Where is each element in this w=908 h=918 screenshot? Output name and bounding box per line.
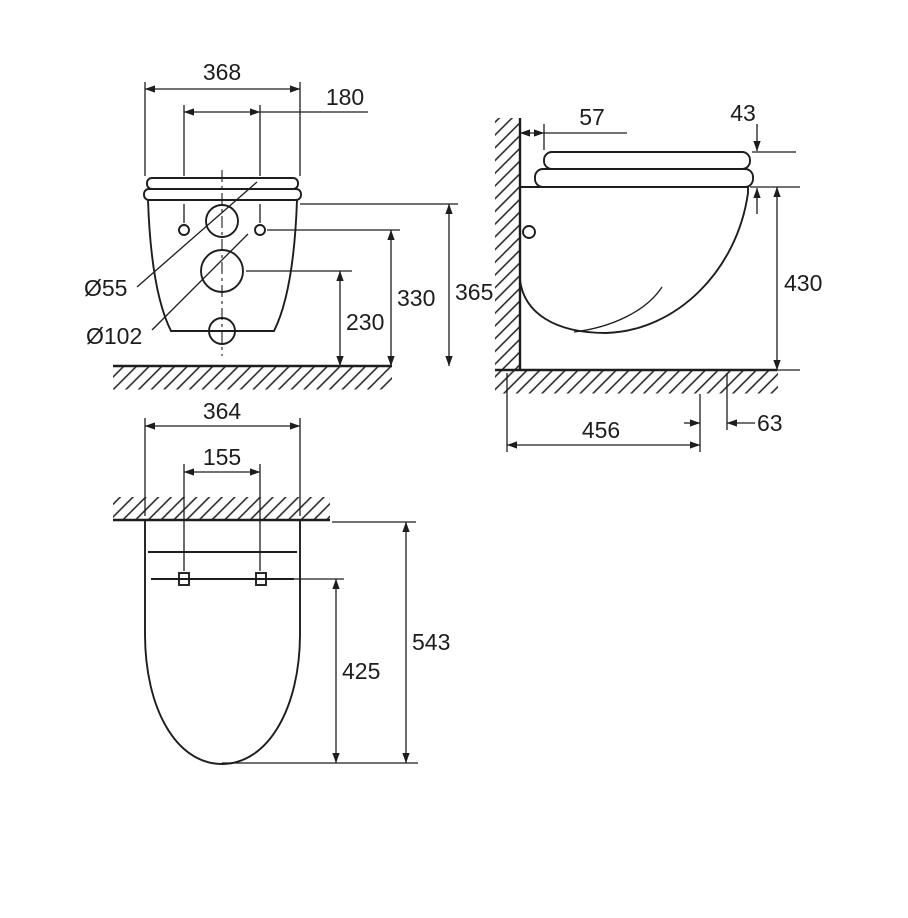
side-front-extension-label: 63	[757, 410, 783, 436]
plan-inner-depth-label: 425	[342, 658, 380, 684]
front-body-outline	[147, 199, 298, 332]
side-floor-hatch	[495, 370, 778, 394]
dim-front-230: 230	[246, 270, 387, 367]
leader-line-dia55	[136, 181, 258, 288]
front-mount-hole-right	[254, 224, 266, 236]
dim-plan-155: 155	[183, 442, 261, 571]
dim-plan-364: 364	[144, 396, 301, 516]
side-seat-lid	[543, 151, 751, 170]
front-rim-height-label: 365	[455, 279, 493, 305]
dim-side-430: 430	[773, 186, 825, 371]
front-mount-hole-left	[178, 224, 190, 236]
plan-view: 364 155 425 543	[113, 396, 453, 765]
front-hole-height-label: 330	[397, 285, 435, 311]
front-flush-dia-label: Ø55	[84, 275, 127, 301]
front-view: Ø55 Ø102 368 180 230 330	[82, 57, 496, 390]
side-wall-hatch	[495, 118, 520, 370]
dim-side-456: 456	[506, 373, 701, 452]
front-overall-width-label: 368	[203, 59, 241, 85]
side-wall-to-hole-label: 57	[579, 104, 605, 130]
plan-overall-depth-label: 543	[412, 629, 450, 655]
dim-side-63: 63	[684, 373, 785, 439]
dim-front-365: 365	[300, 203, 496, 367]
side-mount-hole	[522, 225, 536, 239]
side-trap-curve	[573, 286, 663, 333]
dim-plan-543: 543	[332, 521, 453, 764]
plan-wall-hatch	[113, 497, 330, 520]
dim-side-43: 43	[728, 98, 800, 214]
plan-connection-mark-right	[255, 572, 267, 586]
dim-front-180: 180	[183, 82, 368, 223]
front-outlet-dia-label: Ø102	[86, 323, 142, 349]
side-body-outline	[519, 186, 749, 334]
plan-connection-mark-left	[178, 572, 190, 586]
front-outlet-height-label: 230	[346, 309, 384, 335]
front-hole-spacing-label: 180	[326, 84, 364, 110]
plan-body-outline	[144, 520, 301, 765]
dim-front-330: 330	[267, 229, 438, 367]
side-seat-ring	[534, 168, 754, 188]
side-depth-label: 456	[582, 417, 620, 443]
leader-line-dia102	[151, 233, 249, 331]
dim-plan-425: 425	[222, 578, 418, 764]
dim-front-368: 368	[144, 57, 301, 176]
plan-connection-spacing-label: 155	[203, 444, 241, 470]
side-seat-height-label: 430	[784, 270, 822, 296]
front-floor-hatch	[113, 366, 392, 390]
dim-side-57: 57	[519, 102, 627, 150]
side-view: 57 43 430 456 63	[495, 98, 825, 452]
side-seat-thickness-label: 43	[730, 100, 756, 126]
plan-overall-width-label: 364	[203, 398, 242, 424]
